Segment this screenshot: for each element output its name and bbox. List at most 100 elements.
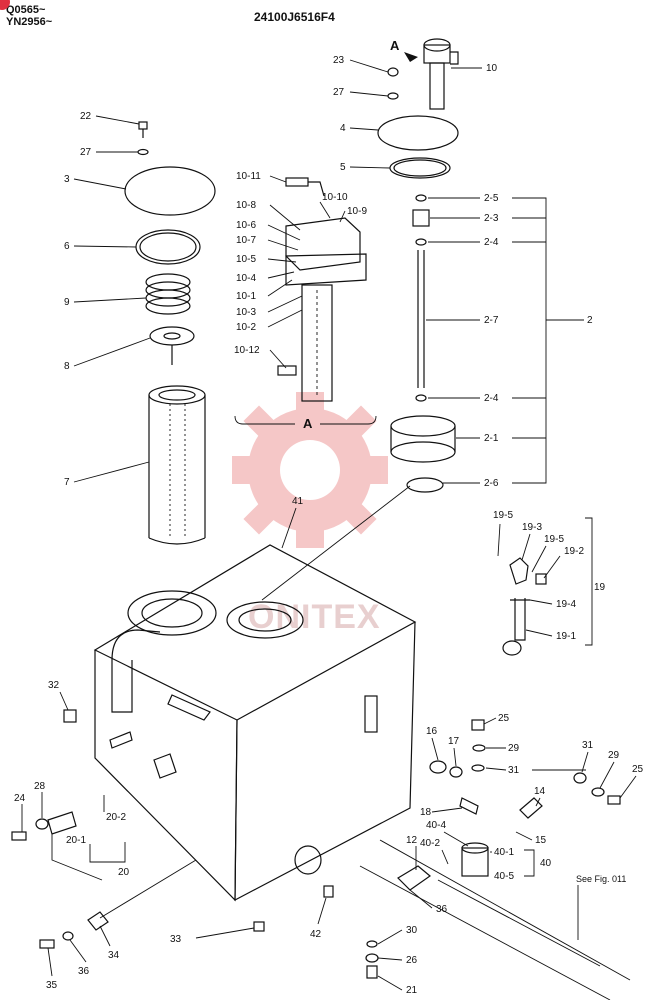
cap-23 [387,67,399,77]
label-10-5: 10-5 [236,254,256,265]
leader-lines [21,59,637,991]
strainer-assembly-2 [390,194,456,493]
label-2-4: 2-4 [484,237,499,248]
label-10-3: 10-3 [236,307,256,318]
left-lower-fittings [11,709,177,949]
label-26: 26 [406,955,418,966]
label-15: 15 [535,835,547,846]
label-10-11: 10-11 [236,171,261,182]
label-30: 30 [406,925,418,936]
label-19-4: 19-4 [556,599,576,610]
label-36: 36 [436,904,448,915]
label-17: 17 [448,736,460,747]
label-10-1: 10-1 [236,291,256,302]
label-24: 24 [14,793,26,804]
label-21: 21 [406,985,418,996]
label-10-2: 10-2 [236,322,256,333]
valve-8 [149,326,195,365]
label-22: 22 [80,111,92,122]
label-40: 40 [540,858,552,869]
label-19-5: 19-5 [493,510,513,521]
serial-range-line1: Q0565~ [6,4,46,16]
detail-marker-top: A [390,38,400,53]
oring-6 [135,229,201,265]
label-35: 35 [46,980,58,991]
label-5: 5 [340,162,346,173]
label-33: 33 [170,934,182,945]
label-29: 29 [608,750,620,761]
label-41: 41 [292,496,304,507]
label-18: 18 [420,807,432,818]
frame-lines [359,769,631,1000]
label-6: 6 [64,241,70,252]
label-10-6: 10-6 [236,220,256,231]
label-20: 20 [118,867,130,878]
label-36: 36 [78,966,90,977]
label-20-2: 20-2 [106,812,126,823]
label-27: 27 [333,87,345,98]
label-19-5: 19-5 [544,534,564,545]
label-31: 31 [508,765,520,776]
label-19: 19 [594,582,606,593]
label-16: 16 [426,726,438,737]
washer-27-right [387,92,399,100]
label-2-1: 2-1 [484,433,499,444]
label-10-4: 10-4 [236,273,256,284]
label-2-6: 2-6 [484,478,499,489]
label-8: 8 [64,361,70,372]
label-14: 14 [534,786,546,797]
label-12: 12 [406,835,418,846]
spring-9 [145,273,191,315]
label-10-7: 10-7 [236,235,256,246]
label-23: 23 [333,55,345,66]
label-42: 42 [310,929,322,940]
breather-10 [423,38,459,110]
fittings-right [397,719,621,891]
label-2-5: 2-5 [484,193,499,204]
label-34: 34 [108,950,120,961]
label-4: 4 [340,123,346,134]
label-10-8: 10-8 [236,200,256,211]
bracket-19 [502,517,593,656]
watermark-gear-logo [232,392,388,548]
label-31: 31 [582,740,594,751]
cover-3 [124,166,216,216]
label-10-12: 10-12 [234,345,260,356]
drawing-number: 24100J6516F4 [254,10,335,24]
label-27: 27 [80,147,92,158]
label-28: 28 [34,781,46,792]
label-7: 7 [64,477,70,488]
washer-27-left [137,148,149,156]
label-40-5: 40-5 [494,871,514,882]
label-2-4: 2-4 [484,393,499,404]
label-19-3: 19-3 [522,522,542,533]
part-labels: 22 27 3 6 9 8 7 23 27 4 5 10 10-11 10-8 … [14,55,644,996]
label-2-7: 2-7 [484,315,499,326]
label-25: 25 [632,764,644,775]
label-29: 29 [508,743,520,754]
see-fig-reference: See Fig. 011 [576,874,626,884]
label-19-1: 19-1 [556,631,576,642]
label-2-3: 2-3 [484,213,499,224]
label-32: 32 [48,680,60,691]
label-19-2: 19-2 [564,546,584,557]
detail-marker-bottom: A [303,416,313,431]
sensor-detail-a [234,177,377,425]
drain-filter-40 [461,842,489,877]
arrow-a-icon [404,52,418,62]
label-40-1: 40-1 [494,847,514,858]
label-2: 2 [587,315,593,326]
hydraulic-tank-41 [93,544,417,902]
label-10-9: 10-9 [347,206,367,217]
label-40-2: 40-2 [420,838,440,849]
serial-range-line2: YN2956~ [6,16,53,28]
oring-5 [389,157,451,179]
filter-element-7 [148,385,206,545]
label-40-4: 40-4 [426,820,446,831]
corner-marker-icon [0,0,10,10]
bolt-22 [138,121,148,138]
label-20-1: 20-1 [66,835,86,846]
label-3: 3 [64,174,70,185]
label-10: 10 [486,63,498,74]
